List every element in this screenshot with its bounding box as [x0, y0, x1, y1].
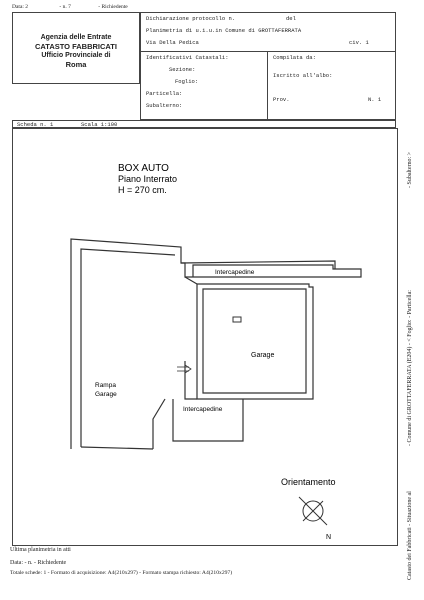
footer-ultima: Ultima planimetria in atti — [10, 547, 71, 553]
particella-label: Particella: — [146, 90, 183, 97]
ramp-outline — [70, 238, 186, 449]
ramp-inner-wall — [80, 248, 176, 447]
data-label: Data: 2 — [12, 4, 29, 10]
garage-label: Garage — [251, 352, 274, 359]
rampa-garage-label: Garage — [95, 391, 117, 398]
declaration-grid: Dichiarazione protocollo n. del Planimet… — [140, 12, 396, 120]
rampa-label: Rampa — [95, 382, 116, 389]
scheda-label: Scheda n. 1 — [17, 121, 54, 128]
top-intercapedine-outer — [180, 260, 336, 269]
intercapedine-top-label: Intercapedine — [215, 269, 255, 276]
identifiers-title: Identificativi Catastali: — [146, 54, 229, 61]
scala-label: Scala 1:100 — [81, 121, 118, 128]
north-letter: N — [326, 534, 331, 541]
garage-door-wall — [184, 361, 197, 400]
sidebar-subalterno: - Subalterno: > — [407, 151, 413, 188]
office-line: Ufficio Provinciale di — [41, 52, 111, 59]
iscritto-label: Iscritto all'albo: — [273, 72, 333, 79]
entry-arrow — [177, 364, 192, 374]
agency-name: Agenzia delle Entrate — [40, 34, 112, 41]
office-box: Agenzia delle Entrate CATASTO FABBRICATI… — [12, 12, 140, 84]
garage-outline — [196, 283, 314, 400]
del-label: del — [286, 15, 296, 22]
north-compass-icon — [298, 496, 328, 526]
plan-frame: BOX AUTO Piano Interrato H = 270 cm. — [12, 128, 398, 546]
intercapedine-bottom-label: Intercapedine — [183, 406, 223, 413]
protocol-label: Dichiarazione protocollo n. — [146, 15, 236, 22]
compilata-label: Compilata da: — [273, 54, 316, 61]
garage-corner — [184, 276, 198, 285]
bottom-intercapedine — [172, 399, 244, 442]
office-city: Roma — [65, 60, 87, 69]
richiedente-label: - Richiedente — [98, 4, 128, 10]
footer-totale: Totale schede: 1 - Formato di acquisizio… — [10, 570, 233, 576]
prov-label: Prov. — [273, 96, 290, 103]
subalterno-label: Subalterno: — [146, 102, 183, 109]
scheda-row: Scheda n. 1 Scala 1:100 — [12, 120, 396, 128]
top-intercapedine-wall — [184, 264, 362, 278]
n-label: - n. 7 — [59, 4, 71, 10]
ramp-bottom — [80, 446, 154, 450]
vent-mark — [232, 316, 242, 323]
civ-label: civ. 1 — [349, 39, 369, 46]
address-label: Via Della Pedica — [146, 39, 199, 46]
identifiers-box: Identificativi Catastali: Sezione: Fogli… — [140, 51, 268, 120]
foglio-label: Foglio: — [175, 78, 199, 85]
footer-data-line: Data: - n. - Richiedente — [10, 560, 67, 566]
catasto-title: CATASTO FABBRICATI — [35, 42, 117, 51]
plan-title: BOX AUTO — [118, 163, 169, 174]
sezione-label: Sezione: — [169, 66, 196, 73]
sidebar-situation: Catasto dei Fabbricati - Situazione al — [407, 491, 413, 580]
compilata-box: Compilata da: Iscritto all'albo: Prov. N… — [267, 51, 396, 120]
floor-plan: BOX AUTO Piano Interrato H = 270 cm. — [70, 163, 362, 541]
declaration-box: Dichiarazione protocollo n. del Planimet… — [140, 12, 396, 52]
sidebar-comune: - Comune di GROTTAFERRATA (E204) - < Fog… — [407, 290, 413, 446]
plan-height: H = 270 cm. — [118, 185, 167, 195]
plan-floor: Piano Interrato — [118, 174, 177, 184]
planimetria-label: Planimetria di u.i.u.in Comune di GROTTA… — [146, 27, 302, 34]
header-topline: Data: 2 - n. 7 - Richiedente — [12, 4, 128, 10]
sidebar-strip: Catasto dei Fabbricati - Situazione al -… — [405, 140, 419, 580]
n-number-label: N. 1 — [368, 96, 382, 103]
garage-inner — [202, 288, 307, 394]
orientation-label: Orientamento — [281, 477, 336, 487]
ramp-curve — [152, 398, 166, 449]
